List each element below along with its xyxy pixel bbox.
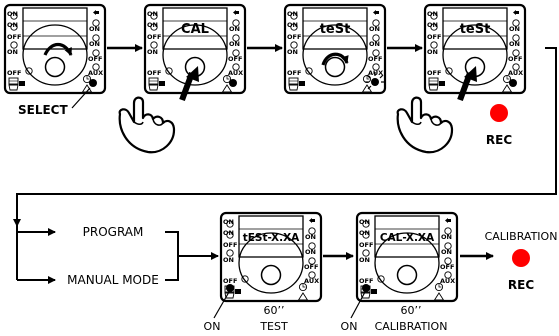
- display-text: tESt-X.XA: [243, 232, 300, 244]
- aux-label: AUX: [508, 69, 523, 77]
- on-label-1: ON: [359, 218, 370, 226]
- off-label-3: OFF: [304, 263, 318, 271]
- on-label-5: ON: [305, 248, 316, 256]
- pressing-hand-icon: [396, 96, 454, 154]
- off-label-1: OFF: [223, 241, 237, 249]
- program-label: PROGRAM: [83, 225, 144, 239]
- on-label-5: ON: [369, 40, 380, 48]
- on-pointer-line-2: [350, 291, 366, 319]
- calibration-rec-indicator-icon: [512, 249, 530, 267]
- on-label-1: ON: [287, 10, 298, 18]
- on-label-2: ON: [427, 21, 438, 29]
- on-label-5: ON: [441, 248, 452, 256]
- on-label-3: ON: [427, 48, 438, 56]
- on-label-2: ON: [287, 21, 298, 29]
- calibration-rec-title: CALIBRATION: [485, 230, 558, 243]
- rec-indicator-icon: [490, 104, 508, 122]
- device-panel-3: ON ON OFF ON OFF ON ON OFF AUX teSt: [283, 3, 387, 95]
- device-panel-6: ON ON OFF ON OFF ON ON OFF AUX CAL-X.XA: [355, 211, 459, 303]
- on-label-4: ON: [441, 233, 452, 241]
- aux-label: AUX: [88, 69, 103, 77]
- off-label-2: OFF: [147, 69, 161, 77]
- on-label-5: ON: [229, 40, 240, 48]
- display-text: CAL-X.XA: [380, 232, 435, 244]
- test-mode-label: TEST: [259, 320, 288, 333]
- device-panel-2: ON ON OFF ON OFF ON ON OFF AUX CAL: [143, 3, 247, 95]
- on-label-4: ON: [305, 233, 316, 241]
- device-panel-4: ON ON OFF ON OFF ON ON OFF AUX teSt: [423, 3, 527, 95]
- select-button[interactable]: [229, 79, 237, 87]
- off-label-1: OFF: [359, 241, 373, 249]
- display-text: teSt: [320, 22, 351, 37]
- blinking-led-icon: [365, 72, 385, 90]
- rotate-arrow-icon: [321, 52, 349, 66]
- manual-mode-label: MANUAL MODE: [67, 273, 159, 287]
- on-label-3: ON: [7, 48, 18, 56]
- on-label-2: ON: [223, 229, 234, 237]
- off-label-2: OFF: [427, 69, 441, 77]
- select-caption: SELECT: [18, 103, 68, 117]
- calibration-time-label: 60’’: [401, 304, 422, 317]
- mode-merge-line: [165, 231, 179, 281]
- on-label-1: ON: [223, 218, 234, 226]
- on-label-5: ON: [89, 40, 100, 48]
- calibration-mode-label: CALIBRATION: [375, 320, 448, 333]
- rec-label: REC: [486, 133, 512, 147]
- press-arrowhead-icon: [186, 66, 199, 82]
- on-label-4: ON: [89, 25, 100, 33]
- device-panel-5: ON ON OFF ON OFF ON ON OFF AUX tESt-X.XA: [219, 211, 323, 303]
- off-label-1: OFF: [427, 33, 441, 41]
- press-arrowhead-icon: [464, 66, 477, 82]
- on-label-1: ON: [147, 10, 158, 18]
- on-switch-label-2: ON: [341, 320, 358, 333]
- off-label-3: OFF: [228, 55, 242, 63]
- off-label-2: OFF: [7, 69, 21, 77]
- off-label-2: OFF: [359, 277, 373, 285]
- on-label-4: ON: [509, 25, 520, 33]
- pressing-hand-icon: [118, 96, 176, 154]
- on-label-3: ON: [359, 256, 370, 264]
- select-button[interactable]: [509, 79, 517, 87]
- display-text: CAL: [181, 22, 209, 37]
- on-label-2: ON: [7, 21, 18, 29]
- on-switch-label-1: ON: [204, 320, 221, 333]
- on-label-2: ON: [147, 21, 158, 29]
- row-connector-line: [13, 47, 557, 227]
- off-label-1: OFF: [7, 33, 21, 41]
- on-switch-icon[interactable]: [362, 284, 370, 292]
- on-label-3: ON: [147, 48, 158, 56]
- on-label-1: ON: [7, 10, 18, 18]
- select-pointer-line: [71, 87, 91, 109]
- off-label-2: OFF: [287, 69, 301, 77]
- on-switch-icon[interactable]: [226, 284, 234, 292]
- on-pointer-line-1: [213, 291, 230, 319]
- off-label-3: OFF: [508, 55, 522, 63]
- off-label-3: OFF: [88, 55, 102, 63]
- on-label-4: ON: [369, 25, 380, 33]
- on-label-3: ON: [287, 48, 298, 56]
- off-label-1: OFF: [147, 33, 161, 41]
- off-label-3: OFF: [368, 55, 382, 63]
- off-label-1: OFF: [287, 33, 301, 41]
- test-time-label: 60’’: [264, 304, 285, 317]
- aux-label: AUX: [304, 277, 319, 285]
- off-label-2: OFF: [223, 277, 237, 285]
- on-label-4: ON: [229, 25, 240, 33]
- aux-label: AUX: [440, 277, 455, 285]
- on-label-1: ON: [427, 10, 438, 18]
- off-label-3: OFF: [440, 263, 454, 271]
- on-label-2: ON: [359, 229, 370, 237]
- calibration-rec-label: REC: [508, 278, 534, 292]
- display-text: teSt: [460, 22, 491, 37]
- on-label-5: ON: [509, 40, 520, 48]
- aux-label: AUX: [228, 69, 243, 77]
- device-panel-1: ON ON OFF ON OFF ON ON OFF AUX: [3, 3, 107, 95]
- on-label-3: ON: [223, 256, 234, 264]
- rotate-arrow-icon: [43, 42, 73, 56]
- select-button[interactable]: [89, 79, 97, 87]
